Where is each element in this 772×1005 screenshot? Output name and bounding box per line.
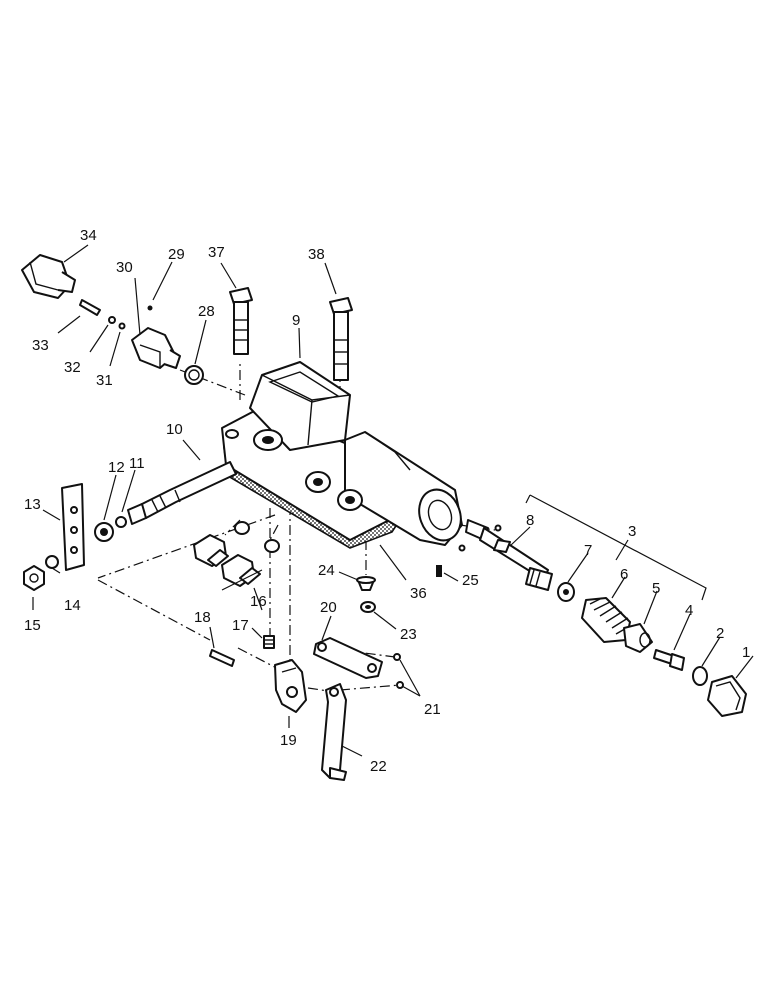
bolt-37 bbox=[229, 287, 253, 355]
clip-21b bbox=[396, 681, 404, 689]
relief-valve-34 bbox=[21, 254, 76, 299]
washer-7 bbox=[557, 582, 575, 602]
o-ring-11 bbox=[115, 516, 127, 528]
label-9: 9 bbox=[292, 312, 300, 329]
label-2: 2 bbox=[716, 625, 724, 642]
pin-8b bbox=[458, 544, 466, 552]
label-36: 36 bbox=[410, 585, 427, 602]
label-13: 13 bbox=[24, 496, 41, 513]
part-labels: 1 2 3 4 5 6 7 8 9 10 11 12 13 14 15 16 1… bbox=[24, 227, 750, 775]
lever-19 bbox=[274, 659, 307, 713]
label-17: 17 bbox=[232, 617, 249, 634]
plug-1 bbox=[707, 675, 747, 717]
label-25: 25 bbox=[462, 572, 479, 589]
valve-body bbox=[221, 361, 463, 549]
clip-21a bbox=[393, 653, 401, 661]
label-23: 23 bbox=[400, 626, 417, 643]
label-31: 31 bbox=[96, 372, 113, 389]
label-30: 30 bbox=[116, 259, 133, 276]
label-14: 14 bbox=[64, 597, 81, 614]
plug-24 bbox=[356, 576, 376, 591]
pin-33 bbox=[79, 299, 101, 316]
label-18: 18 bbox=[194, 609, 211, 626]
seal-12 bbox=[94, 522, 114, 542]
pin-8a bbox=[494, 524, 502, 532]
label-8: 8 bbox=[526, 512, 534, 529]
fitting-30 bbox=[131, 327, 181, 369]
label-1: 1 bbox=[742, 644, 750, 661]
pin-25 bbox=[436, 565, 442, 577]
label-15: 15 bbox=[24, 617, 41, 634]
label-11: 11 bbox=[129, 455, 145, 472]
label-21: 21 bbox=[424, 701, 441, 718]
o-ring-23 bbox=[360, 601, 376, 613]
leader-lines bbox=[32, 244, 754, 757]
plug-16 bbox=[193, 521, 280, 591]
label-10: 10 bbox=[166, 421, 183, 438]
label-5: 5 bbox=[652, 580, 660, 597]
plug-29 bbox=[147, 305, 153, 311]
lever-22 bbox=[321, 683, 347, 781]
nut-15 bbox=[23, 565, 45, 591]
label-6: 6 bbox=[620, 566, 628, 583]
pin-18 bbox=[209, 649, 235, 667]
label-22: 22 bbox=[370, 758, 387, 775]
label-28: 28 bbox=[198, 303, 215, 320]
label-38: 38 bbox=[308, 246, 325, 263]
group-3-bracket bbox=[529, 494, 707, 601]
collar-5 bbox=[623, 623, 653, 653]
link-20 bbox=[313, 637, 383, 679]
label-32: 32 bbox=[64, 359, 81, 376]
label-29: 29 bbox=[168, 246, 185, 263]
label-37: 37 bbox=[208, 244, 225, 261]
label-7: 7 bbox=[584, 542, 592, 559]
bracket-13 bbox=[61, 483, 85, 571]
label-3: 3 bbox=[628, 523, 636, 540]
label-16: 16 bbox=[250, 593, 267, 610]
label-19: 19 bbox=[280, 732, 297, 749]
stop-4 bbox=[653, 649, 685, 671]
spring-31 bbox=[118, 322, 126, 330]
washer-14 bbox=[45, 555, 59, 569]
o-ring-28 bbox=[184, 365, 204, 385]
spool-8 bbox=[465, 519, 553, 591]
label-20: 20 bbox=[320, 599, 337, 616]
label-34: 34 bbox=[80, 227, 97, 244]
spool-10 bbox=[127, 461, 237, 525]
ball-32 bbox=[108, 316, 116, 324]
bolt-38 bbox=[329, 297, 353, 381]
label-4: 4 bbox=[685, 602, 693, 619]
o-ring-2 bbox=[692, 666, 708, 686]
spring-6 bbox=[581, 597, 631, 643]
screw-17 bbox=[263, 635, 275, 649]
label-24: 24 bbox=[318, 562, 335, 579]
label-12: 12 bbox=[108, 459, 125, 476]
label-33: 33 bbox=[32, 337, 49, 354]
